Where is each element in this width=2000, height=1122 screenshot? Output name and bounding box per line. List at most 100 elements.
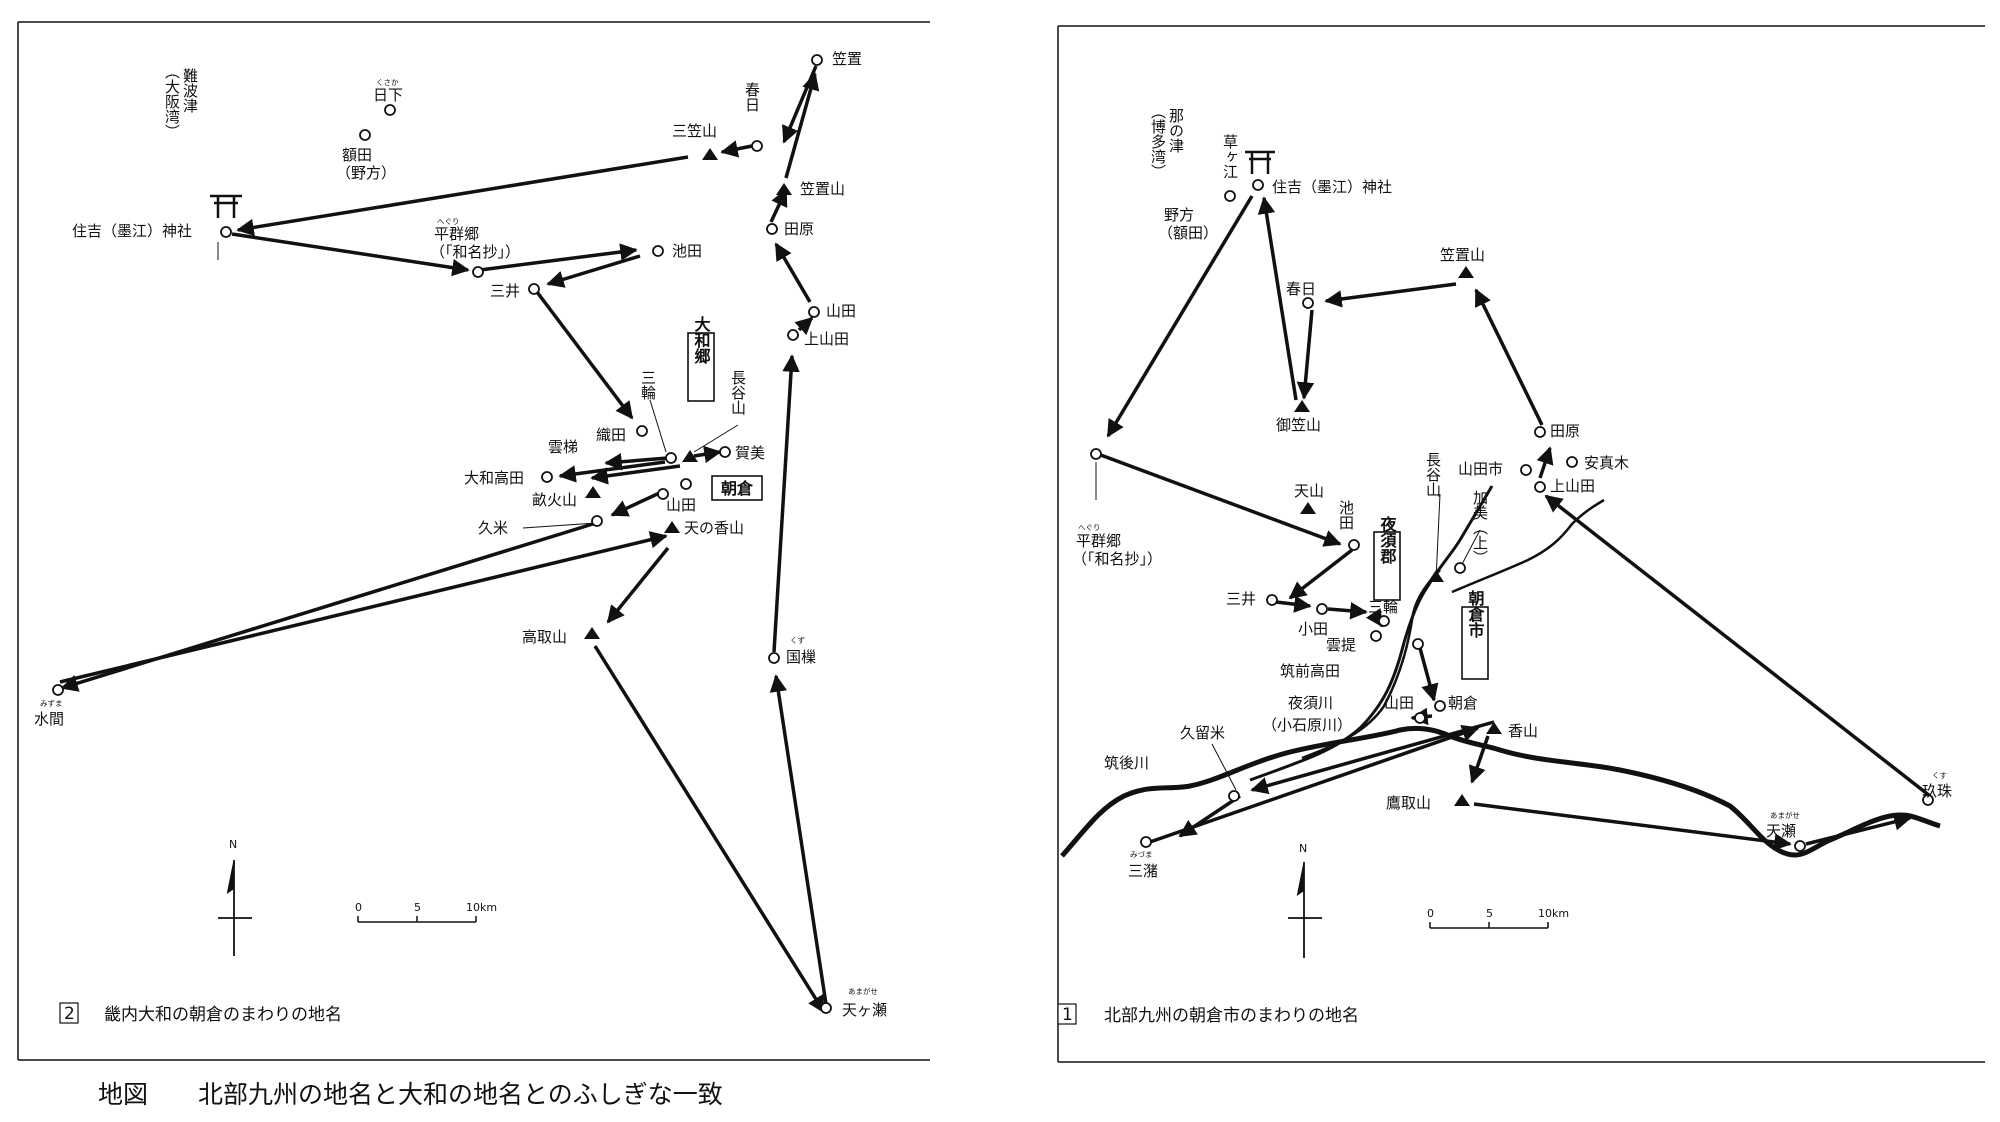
svg-text:水間: 水間 — [34, 710, 64, 728]
mountain-marker — [584, 627, 600, 639]
svg-text:天瀬: 天瀬 — [1766, 822, 1796, 840]
svg-text:久米: 久米 — [478, 519, 508, 537]
route-line — [231, 232, 470, 277]
mountain-marker — [1454, 794, 1470, 806]
route-line — [590, 464, 681, 485]
left-map-markers — [52, 54, 832, 1014]
place-marker — [657, 488, 669, 500]
place-marker — [1434, 700, 1446, 712]
route-line — [535, 290, 634, 420]
svg-text:（「和名抄」）: （「和名抄」） — [1072, 550, 1162, 568]
place-marker — [472, 266, 484, 278]
place-marker — [1520, 464, 1532, 476]
right-map-markers — [1090, 179, 1934, 852]
mountain-marker — [1428, 570, 1444, 582]
tributary-river — [1451, 498, 1605, 594]
torii-icon — [1245, 150, 1275, 174]
svg-text:小田: 小田 — [1298, 620, 1328, 638]
north-arrow-icon — [218, 860, 252, 956]
place-marker — [1412, 638, 1424, 650]
right-map-labels: 那の津 （博多湾） 草ヶ江 住吉（墨江）神社 野方 （額田） 笠置山 春日 御笠… — [1072, 104, 1952, 880]
svg-text:鷹取山: 鷹取山 — [1386, 794, 1431, 812]
route-line — [604, 453, 669, 471]
place-marker — [1378, 615, 1390, 627]
svg-text:北部九州の朝倉市のまわりの地名: 北部九州の朝倉市のまわりの地名 — [1104, 1006, 1359, 1026]
torii-icon — [210, 194, 242, 218]
place-marker — [220, 226, 232, 238]
place-marker — [787, 329, 799, 341]
svg-text:笠置: 笠置 — [832, 50, 862, 68]
svg-text:みずま: みずま — [40, 698, 63, 708]
svg-text:朝倉: 朝倉 — [1448, 694, 1478, 712]
route-line — [1324, 282, 1457, 308]
route-line — [1149, 724, 1480, 844]
svg-text:へぐり: へぐり — [437, 217, 460, 226]
route-line — [1106, 195, 1254, 438]
right-map-leaders — [1095, 462, 1481, 791]
svg-text:0: 0 — [1427, 907, 1434, 920]
place-marker — [1224, 190, 1236, 202]
tributary-river — [1301, 569, 1441, 760]
place-marker — [52, 684, 64, 696]
svg-text:御笠山: 御笠山 — [1276, 416, 1321, 434]
svg-text:加美（上）: 加美（上） — [1471, 490, 1489, 565]
route-line — [1275, 595, 1312, 613]
route-line — [1536, 446, 1554, 479]
route-line — [1418, 647, 1439, 702]
route-line — [606, 546, 670, 624]
place-marker — [1140, 836, 1152, 848]
svg-text:山田: 山田 — [1384, 694, 1414, 712]
svg-text:山田: 山田 — [826, 302, 856, 320]
svg-text:池田: 池田 — [672, 242, 702, 260]
svg-text:久留米: 久留米 — [1180, 724, 1225, 742]
svg-text:玖珠: 玖珠 — [1922, 782, 1952, 800]
route-line — [1288, 548, 1354, 600]
svg-text:あまがせ: あまがせ — [848, 986, 878, 996]
place-marker — [751, 140, 763, 152]
svg-text:へぐり: へぐり — [1078, 523, 1101, 532]
svg-text:野方: 野方 — [1164, 206, 1194, 224]
scale-bar — [1429, 922, 1549, 929]
mountain-marker — [664, 521, 680, 533]
svg-text:三輪: 三輪 — [1368, 598, 1398, 616]
place-marker — [652, 245, 664, 257]
route-line — [1544, 494, 1932, 798]
north-label: N — [1299, 842, 1307, 855]
place-marker — [1414, 712, 1426, 724]
route-line — [1473, 802, 1792, 851]
route-line — [693, 445, 722, 464]
svg-text:山田市: 山田市 — [1458, 460, 1503, 478]
mountain-marker — [702, 148, 718, 160]
svg-text:安真木: 安真木 — [1584, 454, 1629, 472]
svg-text:日下: 日下 — [373, 86, 403, 104]
mountain-marker — [1294, 400, 1310, 412]
svg-text:大和郷: 大和郷 — [692, 315, 711, 365]
route-line — [772, 354, 800, 653]
place-marker — [591, 515, 603, 527]
svg-text:池田: 池田 — [1337, 500, 1355, 530]
place-marker — [1922, 794, 1934, 806]
route-line — [546, 254, 641, 288]
svg-text:高取山: 高取山 — [522, 628, 567, 646]
place-marker — [1534, 426, 1546, 438]
svg-text:春日: 春日 — [1286, 280, 1316, 298]
route-line — [769, 188, 788, 223]
svg-text:筑後川: 筑後川 — [1104, 754, 1149, 772]
svg-text:天ヶ瀬: 天ヶ瀬 — [842, 1001, 887, 1019]
place-marker — [811, 54, 823, 66]
mountain-marker — [776, 183, 792, 195]
svg-text:三井: 三井 — [1226, 590, 1256, 608]
route-line — [236, 155, 689, 237]
svg-text:（額田）: （額田） — [1158, 224, 1218, 242]
place-marker — [1794, 840, 1806, 852]
svg-text:あまがせ: あまがせ — [1770, 810, 1800, 820]
left-map-routes — [59, 65, 828, 1014]
route-line — [1805, 813, 1912, 846]
svg-text:0: 0 — [355, 901, 362, 914]
svg-text:織田: 織田 — [596, 426, 626, 444]
place-marker — [1266, 594, 1278, 606]
svg-text:三潴: 三潴 — [1128, 862, 1158, 880]
svg-text:（大阪湾）: （大阪湾） — [163, 64, 181, 139]
svg-text:上山田: 上山田 — [804, 330, 849, 348]
